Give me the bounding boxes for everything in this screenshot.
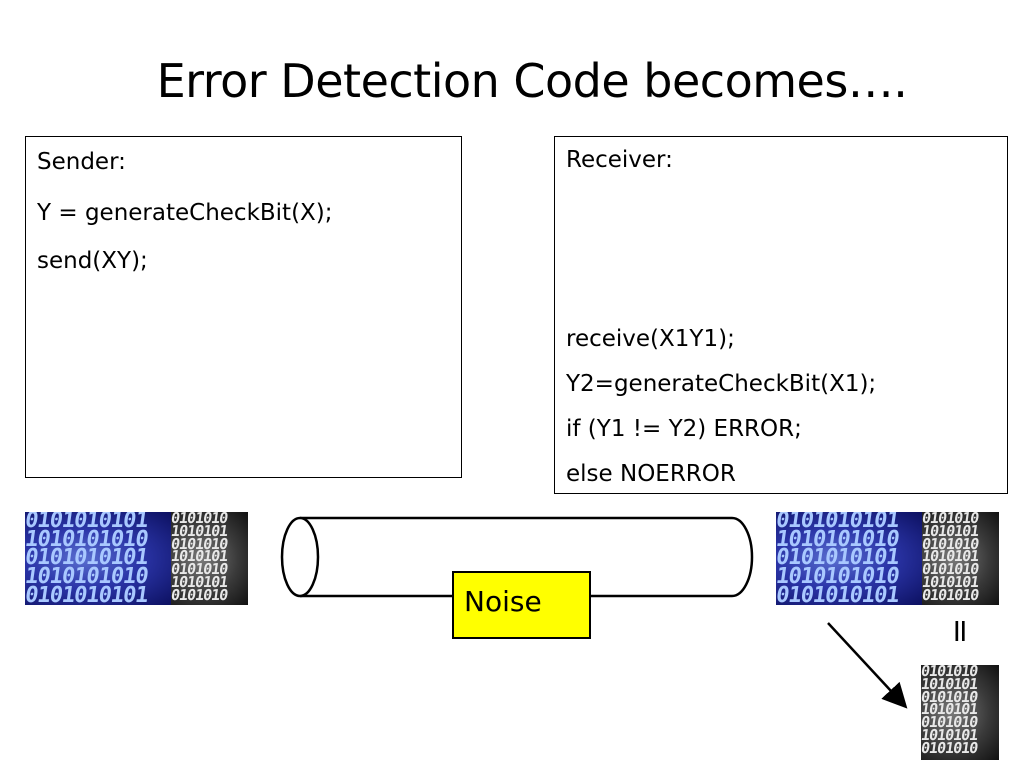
- channel-pipe: [280, 516, 754, 598]
- sender-code-box: Sender: Y = generateCheckBit(X); send(XY…: [25, 136, 462, 478]
- noise-label: Noise: [464, 585, 542, 618]
- slide-title: Error Detection Code becomes….: [156, 54, 908, 108]
- receiver-code-line-3: if (Y1 != Y2) ERROR;: [566, 416, 802, 442]
- receiver-code-line-4: else NOERROR: [566, 461, 736, 487]
- receiver-label: Receiver:: [566, 147, 673, 173]
- equals-sign: =: [942, 617, 980, 645]
- sender-code-line-1: Y = generateCheckBit(X);: [37, 200, 333, 226]
- receiver-code-line-1: receive(X1Y1);: [566, 326, 735, 352]
- receiver-code-line-2: Y2=generateCheckBit(X1);: [566, 371, 877, 397]
- receiver-code-box: Receiver: receive(X1Y1); Y2=generateChec…: [554, 136, 1008, 494]
- sender-code-line-2: send(XY);: [37, 248, 148, 274]
- noise-box: Noise: [452, 571, 591, 639]
- generate-arrow: [827, 622, 908, 709]
- sender-label: Sender:: [37, 149, 126, 175]
